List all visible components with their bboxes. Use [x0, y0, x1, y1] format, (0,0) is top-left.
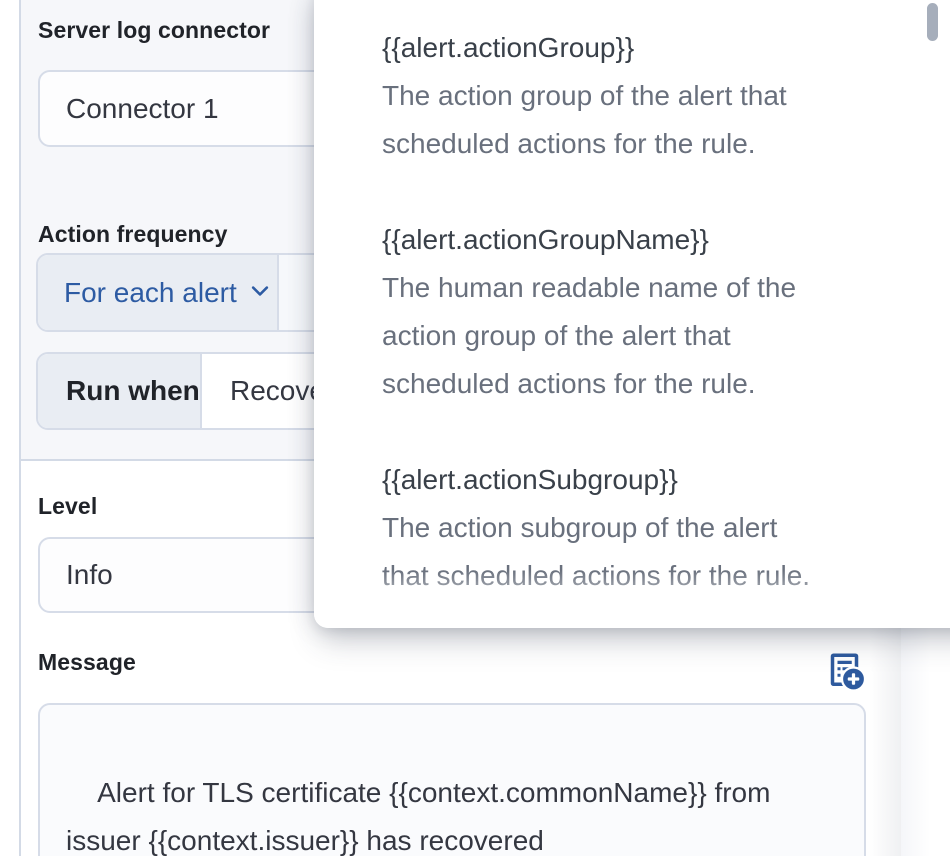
- level-label: Level: [38, 493, 98, 519]
- variable-name: {{alert.actionGroupName}}: [382, 224, 709, 255]
- run-when-label: Run when: [38, 354, 202, 428]
- connector-section-title: Server log connector: [38, 17, 271, 43]
- add-variable-button[interactable]: [826, 651, 867, 694]
- chevron-down-icon: [249, 277, 271, 309]
- variable-name: {{alert.actionGroup}}: [382, 32, 635, 63]
- variable-description: The action subgroup of the alert that sc…: [382, 512, 811, 591]
- message-textarea[interactable]: Alert for TLS certificate {{context.comm…: [38, 703, 866, 856]
- variable-option-actionsubgroup[interactable]: {{alert.actionSubgroup}} The action subg…: [382, 456, 950, 600]
- variable-name: {{alert.actionSubgroup}}: [382, 464, 678, 495]
- panel-edge-shadow: [869, 624, 901, 856]
- message-label: Message: [38, 649, 136, 675]
- variables-list: {{alert.actionGroup}} The action group o…: [314, 0, 950, 628]
- add-variable-icon: [826, 653, 867, 694]
- message-text: Alert for TLS certificate {{context.comm…: [66, 777, 779, 856]
- variable-option-actiongroupname[interactable]: {{alert.actionGroupName}} The human read…: [382, 216, 950, 408]
- level-select-value: Info: [66, 559, 113, 590]
- page-background-strip: [901, 624, 950, 856]
- variables-popover-panel: {{alert.actionGroup}} The action group o…: [314, 0, 950, 628]
- variable-description: The human readable name of the action gr…: [382, 272, 797, 399]
- variable-option-actiongroup[interactable]: {{alert.actionGroup}} The action group o…: [382, 24, 950, 168]
- connector-select-value: Connector 1: [66, 92, 219, 124]
- popover-scrollbar-thumb[interactable]: [927, 3, 938, 41]
- notify-when-value: For each alert: [64, 276, 237, 308]
- notify-when-select[interactable]: For each alert: [38, 255, 279, 330]
- panel-left-border: [19, 0, 21, 856]
- action-frequency-label: Action frequency: [38, 221, 228, 247]
- variables-popover: {{alert.actionGroup}} The action group o…: [314, 0, 950, 676]
- variable-description: The action group of the alert that sched…: [382, 80, 787, 159]
